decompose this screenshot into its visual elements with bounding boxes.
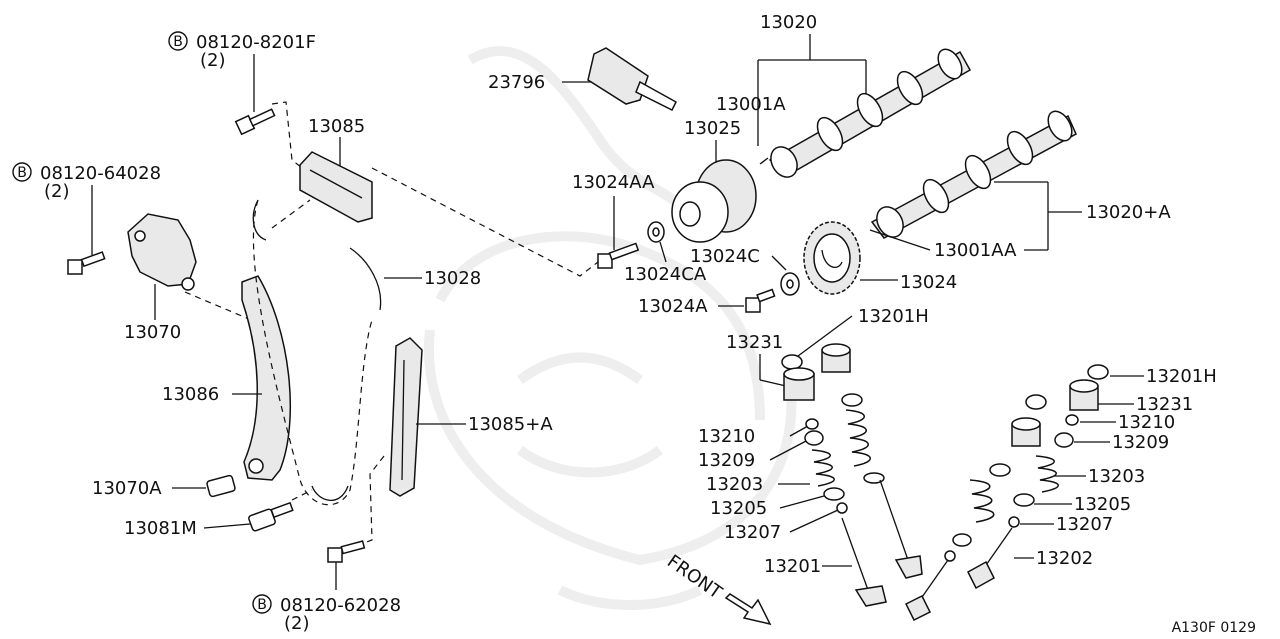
label-13231-a: 13231 <box>726 332 783 353</box>
washer-13024C <box>780 272 800 296</box>
label-13205-a: 13205 <box>710 498 767 519</box>
label-13025: 13025 <box>684 118 741 139</box>
label-13210-a: 13210 <box>698 426 755 447</box>
keeper-13210-b <box>1065 414 1079 426</box>
label-13201H-b: 13201H <box>1146 366 1217 387</box>
cam-sensor-23796 <box>587 47 677 112</box>
label-13020A: 13020+A <box>1086 202 1171 223</box>
bolt-icon <box>597 242 640 269</box>
label-13070A: 13070A <box>92 478 162 499</box>
label-13209-b: 13209 <box>1112 432 1169 453</box>
label-13203-a: 13203 <box>706 474 763 495</box>
label-13201H-a: 13201H <box>858 306 929 327</box>
cam-sprocket-13025 <box>671 159 757 243</box>
bolt-qty: (2) <box>44 181 70 202</box>
washer-13024CA <box>647 221 665 243</box>
label-13020: 13020 <box>760 12 817 33</box>
bolt-qty: (2) <box>200 50 226 71</box>
label-13207-b: 13207 <box>1056 514 1113 535</box>
bolt-icon <box>327 540 366 563</box>
valve-spring-stack-upper <box>841 393 885 484</box>
label-13024C: 13024C <box>690 246 760 267</box>
lifter-13231-b <box>1069 379 1099 411</box>
bolt-marker: B <box>257 597 267 613</box>
label-13024A: 13024A <box>638 296 708 317</box>
label-13028: 13028 <box>424 268 481 289</box>
spring-seat-13205-a <box>823 487 845 501</box>
bolt-marker: B <box>17 165 27 181</box>
label-13231-b: 13231 <box>1136 394 1193 415</box>
label-13024CA: 13024CA <box>624 264 707 285</box>
label-13085A: 13085+A <box>468 414 553 435</box>
valve-seal-13207-a <box>836 502 848 514</box>
valve-13201 <box>841 517 887 607</box>
label-13207-a: 13207 <box>724 522 781 543</box>
lifter-13231-b-upper <box>821 343 851 373</box>
spring-seat-13205-b <box>1013 493 1035 507</box>
timing-chain-13028 <box>252 199 382 506</box>
label-13203-b: 13203 <box>1088 466 1145 487</box>
label-13085: 13085 <box>308 116 365 137</box>
bolt-icon <box>745 288 776 313</box>
keeper-13210-a <box>805 418 819 430</box>
bolt-marker: B <box>173 34 183 50</box>
diagram-id: A130F 0129 <box>1172 620 1256 636</box>
valve-seal-13207-b <box>1008 516 1020 528</box>
chain-tensioner-13070 <box>127 213 197 291</box>
bolt-part-number: 08120-8201F <box>196 32 316 53</box>
valve-center <box>904 559 949 622</box>
label-23796: 23796 <box>488 72 545 93</box>
label-13086: 13086 <box>162 384 219 405</box>
chain-guide-13085 <box>299 151 373 223</box>
label-13070: 13070 <box>124 322 181 343</box>
cam-sprocket-13024 <box>803 221 861 295</box>
camshaft-13020-upper <box>768 48 972 178</box>
plunger-13070A <box>206 474 236 498</box>
label-13081M: 13081M <box>124 518 197 539</box>
bolt-part-number: 08120-64028 <box>40 163 161 184</box>
retainer-13209-b <box>1054 432 1074 448</box>
bolt-icon <box>234 108 276 136</box>
label-13209-a: 13209 <box>698 450 755 471</box>
bolt-qty: (2) <box>284 613 310 634</box>
bolt-part-number: 08120-62028 <box>280 595 401 616</box>
bolt-ref-08120-62028: B 08120-62028 (2) <box>252 594 401 634</box>
lifter-stack-center <box>944 394 1047 562</box>
bolt-ref-08120-8201F: B 08120-8201F (2) <box>168 31 316 71</box>
label-13024AA: 13024AA <box>572 172 655 193</box>
label-13210-b: 13210 <box>1118 412 1175 433</box>
label-13024: 13024 <box>900 272 957 293</box>
front-arrow-icon <box>724 593 772 626</box>
label-13001AA: 13001AA <box>934 240 1017 261</box>
label-13001A: 13001A <box>716 94 786 115</box>
valve-spring-13203-a <box>811 449 835 487</box>
chain-guide-13085A <box>389 337 423 497</box>
stud-13081M <box>248 501 294 532</box>
slack-guide-13086 <box>241 275 292 481</box>
shim-13201H-a <box>781 354 803 370</box>
retainer-13209-a <box>804 430 824 446</box>
camshaft-13020A-lower <box>870 110 1077 239</box>
lifter-13231-a <box>783 367 815 401</box>
label-13202: 13202 <box>1036 548 1093 569</box>
valve-spring-13203-b <box>1035 455 1059 493</box>
bolt-ref-08120-64028: B 08120-64028 (2) <box>12 162 161 202</box>
label-13201: 13201 <box>764 556 821 577</box>
label-13205-b: 13205 <box>1074 494 1131 515</box>
shim-13201H-b <box>1087 364 1109 380</box>
valve-upper <box>879 479 923 579</box>
valve-13202 <box>967 527 1013 590</box>
bolt-icon <box>67 251 106 275</box>
